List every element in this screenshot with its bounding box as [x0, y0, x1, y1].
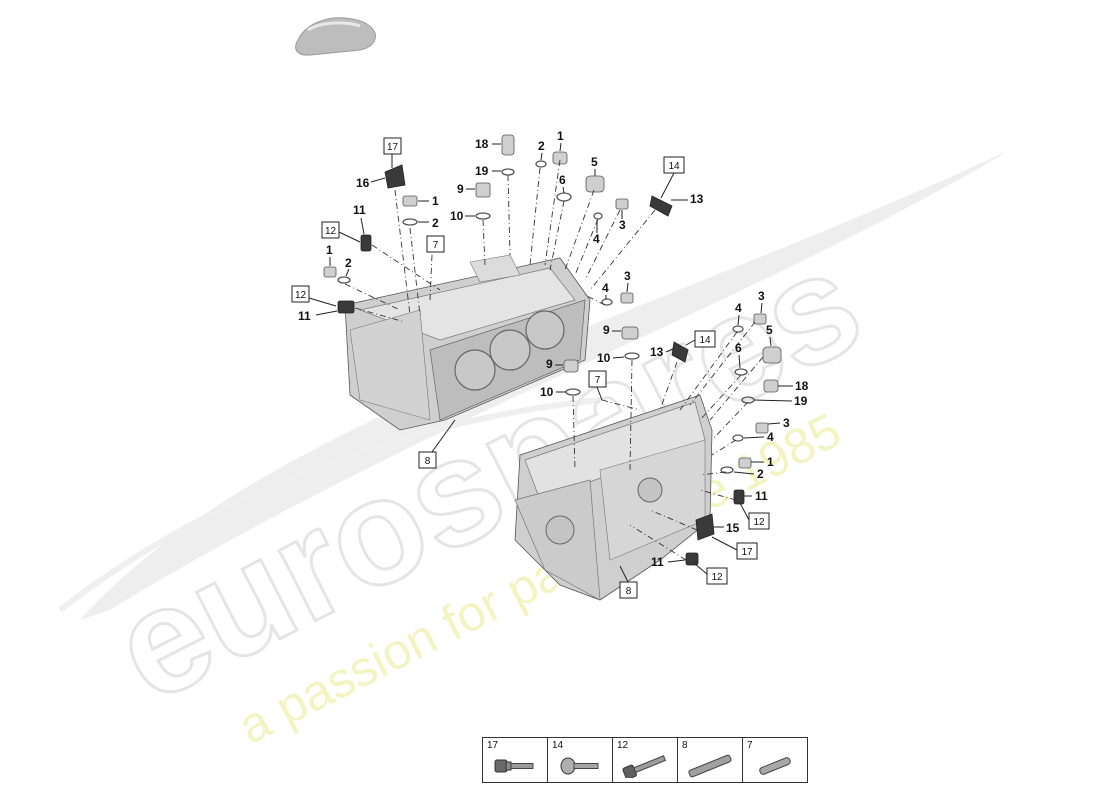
callout-label: 16 — [356, 176, 370, 190]
callouts-bottom: 3 4 9 10 13 14 9 10 7 3 4 5 6 — [540, 269, 809, 599]
callout-label: 11 — [298, 309, 311, 323]
fastener-number: 12 — [617, 740, 629, 751]
callout-label: 2 — [432, 216, 439, 230]
callout-box — [321, 221, 340, 239]
fastener-number: 17 — [487, 740, 499, 751]
callout-label: 11 — [755, 489, 768, 503]
callout-label: 13 — [650, 345, 664, 359]
callout-label: 19 — [794, 394, 808, 408]
callout-label: 14 — [699, 335, 711, 346]
callout-label: 1 — [767, 455, 774, 469]
fastener-legend-table: 17 14 12 8 — [482, 737, 808, 783]
callout-label: 7 — [595, 375, 601, 386]
fastener-number: 14 — [552, 740, 564, 751]
callout-label: 11 — [651, 555, 664, 569]
callout-label: 3 — [758, 289, 765, 303]
callout-label: 1 — [326, 243, 333, 257]
callout-label: 11 — [353, 203, 366, 217]
fastener-number: 8 — [682, 740, 688, 751]
callout-box — [694, 330, 716, 348]
callout-box — [426, 235, 445, 253]
hex-bolt-icon — [622, 755, 667, 778]
flange-bolt-icon — [494, 759, 534, 773]
callout-label: 17 — [741, 547, 753, 558]
callout-label: 6 — [559, 173, 566, 187]
fastener-cell: 17 — [482, 737, 548, 783]
callout-label: 7 — [433, 240, 439, 251]
callout-label: 6 — [735, 341, 742, 355]
callout-label: 2 — [757, 467, 764, 481]
callout-label: 9 — [546, 357, 553, 371]
callout-label: 10 — [597, 351, 611, 365]
callout-label: 2 — [538, 139, 545, 153]
callout-label: 1 — [557, 129, 564, 143]
callout-label: 9 — [457, 182, 464, 196]
fastener-number: 7 — [747, 740, 753, 751]
callout-label: 19 — [475, 164, 489, 178]
callout-label: 17 — [387, 142, 399, 153]
fastener-legend-row: 17 14 12 8 — [482, 737, 808, 783]
callout-label: 3 — [619, 218, 626, 232]
callout-label: 13 — [690, 192, 704, 206]
callout-label: 2 — [345, 256, 352, 270]
callout-label: 5 — [766, 323, 773, 337]
watermark-swoosh — [80, 150, 1010, 620]
callout-box — [748, 512, 770, 530]
callout-label: 12 — [711, 572, 723, 583]
callout-label: 8 — [626, 586, 632, 597]
callout-label: 12 — [325, 226, 337, 237]
callout-label: 4 — [767, 430, 774, 444]
callout-label: 10 — [540, 385, 554, 399]
callout-label: 4 — [593, 232, 600, 246]
callout-label: 18 — [795, 379, 809, 393]
callout-label: 4 — [602, 281, 609, 295]
callout-label: 15 — [726, 521, 740, 535]
callout-box — [291, 285, 310, 303]
callout-box — [736, 542, 758, 560]
callouts-top: 17 16 11 12 1 2 12 11 1 2 7 18 1 — [291, 129, 704, 469]
callout-label: 8 — [425, 456, 431, 467]
assembly-lines — [344, 159, 764, 561]
callout-label: 1 — [432, 194, 439, 208]
watermark-swoosh-arc — [58, 397, 601, 613]
callout-label: 5 — [591, 155, 598, 169]
callout-box — [619, 581, 638, 599]
callout-label: 4 — [735, 301, 742, 315]
callout-label: 12 — [753, 517, 765, 528]
stud-icon — [688, 754, 732, 778]
fastener-cell: 8 — [677, 737, 743, 783]
callout-label: 10 — [450, 209, 464, 223]
crankcase-lower — [514, 394, 713, 601]
callout-label: 3 — [783, 416, 790, 430]
callout-box — [706, 567, 728, 585]
callout-label: 14 — [668, 161, 680, 172]
car-silhouette-icon — [295, 17, 376, 56]
callout-label: 9 — [603, 323, 610, 337]
callout-box — [418, 451, 437, 469]
fastener-cell: 12 — [612, 737, 678, 783]
callout-label: 3 — [624, 269, 631, 283]
cylinder-head-upper — [344, 254, 591, 431]
fastener-cell: 14 — [547, 737, 613, 783]
pan-head-screw-icon — [560, 757, 599, 775]
parts-bottom-group — [563, 313, 782, 566]
parts-top-group — [323, 134, 673, 314]
callout-label: 12 — [295, 290, 307, 301]
callout-label: 18 — [475, 137, 489, 151]
dowel-pin-icon — [759, 757, 791, 775]
fastener-cell: 7 — [742, 737, 808, 783]
